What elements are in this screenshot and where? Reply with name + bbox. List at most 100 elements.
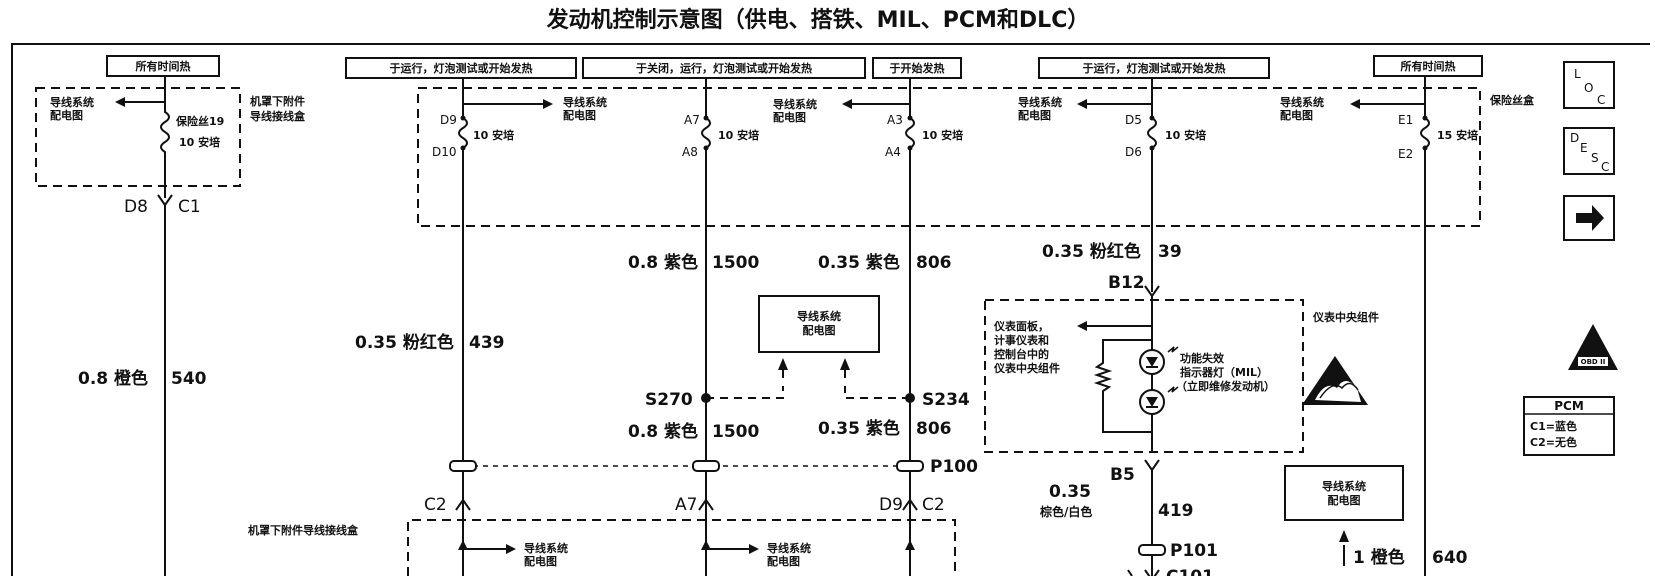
svg-text:配电图: 配电图: [563, 108, 596, 122]
connector-row-c2: [455, 498, 918, 511]
fuse-e1: 导线系统 配电图 E1 E2 15 安培: [1280, 76, 1478, 576]
connector-p100: P100: [930, 457, 978, 477]
connector-c2-right: C2: [922, 495, 945, 515]
wire-1500-upper-number: 1500: [712, 253, 759, 273]
next-arrow-icon[interactable]: [1563, 195, 1615, 241]
underhood-label-1: 机罩下附件: [250, 94, 305, 108]
svg-text:D6: D6: [1125, 145, 1142, 159]
svg-text:仪表面板，: 仪表面板，: [993, 319, 1049, 333]
wire-806-lower-number: 806: [916, 419, 952, 439]
splice-s270-label: S270: [645, 390, 693, 410]
fuse-a7: A7 A8 10 安培 导线系统 配电图: [682, 78, 910, 576]
svg-text:D10: D10: [432, 145, 457, 159]
wire-39-number: 39: [1158, 242, 1182, 262]
svg-text:配电图: 配电图: [803, 323, 836, 337]
svg-text:配电图: 配电图: [1280, 108, 1313, 122]
connector-a7: A7: [675, 495, 697, 515]
wire-1500-upper-gauge: 0.8 紫色: [628, 252, 698, 273]
fuse-a3: A3 A4 10 安培: [885, 78, 963, 576]
cluster-resistor: [1093, 339, 1152, 433]
bottom-branches: [458, 540, 915, 554]
underhood-junction-bottom-label: 机罩下附件导线接线盒: [248, 523, 359, 537]
svg-text:D9: D9: [440, 113, 457, 127]
wire-640-gauge: 1 橙色: [1353, 547, 1405, 568]
svg-text:C: C: [1597, 93, 1605, 107]
locator-icon[interactable]: L O C: [1563, 61, 1615, 109]
splice-s270: [701, 393, 711, 403]
underhood-fuse-box-left: [35, 87, 241, 187]
wire-806-upper-number: 806: [916, 253, 952, 273]
wire-806-upper-gauge: 0.35 紫色: [818, 252, 900, 273]
svg-text:计事仪表和: 计事仪表和: [994, 333, 1049, 347]
svg-text:E1: E1: [1398, 113, 1413, 127]
svg-text:15 安培: 15 安培: [1437, 128, 1478, 142]
svg-text:所有时间热: 所有时间热: [136, 59, 191, 73]
svg-text:于运行，灯泡测试或开始发热: 于运行，灯泡测试或开始发热: [390, 61, 533, 75]
header-h5: 于运行，灯泡测试或开始发热: [1038, 57, 1270, 79]
svg-text:E2: E2: [1398, 147, 1413, 161]
svg-text:L: L: [1574, 67, 1581, 81]
arrow-left-icon: [1077, 321, 1087, 331]
svg-text:于关闭，运行，灯泡测试或开始发热: 于关闭，运行，灯泡测试或开始发热: [636, 61, 812, 75]
svg-text:导线系统: 导线系统: [1018, 95, 1062, 109]
svg-text:导线系统: 导线系统: [563, 95, 607, 109]
svg-text:导线系统: 导线系统: [1322, 479, 1366, 493]
header-h6: 所有时间热: [1373, 55, 1483, 77]
connector-b5-symbol: [1144, 459, 1160, 472]
svg-text:OBD II: OBD II: [1581, 358, 1606, 366]
wire-419-number: 419: [1158, 501, 1194, 521]
connector-c2-left: C2: [424, 495, 447, 515]
fuse-d9: 导线系统 配电图 D9 D10 10 安培: [432, 78, 607, 576]
svg-text:指示器灯（MIL）: 指示器灯（MIL）: [1180, 365, 1268, 379]
wire-806-lower-gauge: 0.35 紫色: [818, 418, 900, 439]
wire-419-color: 棕色/白色: [1039, 504, 1092, 519]
fuse-block: [417, 87, 1481, 227]
pcm-legend: PCM C1=蓝色 C2=无色: [1523, 396, 1615, 456]
svg-text:S: S: [1591, 151, 1599, 165]
svg-text:D5: D5: [1125, 113, 1142, 127]
svg-text:导线系统: 导线系统: [767, 541, 811, 555]
description-icon[interactable]: D E S C: [1563, 127, 1615, 175]
center-reference-box: 导线系统 配电图: [758, 295, 880, 353]
obd-ii-icon: OBD II: [1568, 324, 1618, 370]
wire-640-number: 640: [1432, 548, 1468, 568]
svg-text:（立即维修发动机）: （立即维修发动机）: [1176, 379, 1275, 393]
connector-b12: B12: [1108, 273, 1145, 293]
splice-s234-label: S234: [922, 390, 970, 410]
svg-text:10 安培: 10 安培: [473, 128, 514, 142]
svg-text:PCM: PCM: [1554, 399, 1584, 413]
underhood-junction-bottom-box: [407, 519, 956, 576]
wire-39-gauge: 0.35 粉红色: [1042, 241, 1141, 262]
svg-text:仪表中央组件: 仪表中央组件: [993, 361, 1060, 375]
svg-text:D: D: [1570, 131, 1579, 145]
svg-text:控制台中的: 控制台中的: [994, 347, 1049, 361]
underhood-label-2: 导线接线盒: [250, 109, 306, 123]
svg-text:A4: A4: [885, 145, 901, 159]
svg-text:于开始发热: 于开始发热: [890, 61, 945, 75]
svg-text:C1=蓝色: C1=蓝色: [1530, 419, 1577, 433]
svg-text:配电图: 配电图: [1328, 493, 1361, 507]
svg-text:导线系统: 导线系统: [50, 95, 94, 109]
svg-text:10 安培: 10 安培: [922, 128, 963, 142]
p100-connector-symbols: [449, 460, 924, 472]
diagram-title: 发动机控制示意图（供电、搭铁、MIL、PCM和DLC）: [546, 7, 1090, 33]
connector-d8: D8: [124, 197, 148, 217]
splice-s234: [905, 393, 915, 403]
fuse-19-label: 保险丝19: [175, 114, 224, 128]
fuse-block-label: 保险丝盒: [1489, 93, 1535, 107]
connector-p101: P101: [1170, 541, 1218, 561]
arrowhead-left-icon: [115, 97, 125, 107]
svg-text:A7: A7: [684, 113, 700, 127]
svg-text:C: C: [1601, 160, 1609, 174]
arrow-up-icon: [840, 358, 850, 370]
svg-text:A8: A8: [682, 145, 698, 159]
wire-540-gauge: 0.8 橙色: [78, 368, 148, 389]
svg-text:E: E: [1580, 141, 1588, 155]
svg-text:导线系统: 导线系统: [773, 97, 817, 111]
wire-419-gauge: 0.35: [1049, 482, 1091, 502]
p101-connector-symbol: [1138, 544, 1166, 556]
svg-text:功能失效: 功能失效: [1180, 351, 1225, 365]
svg-text:10 安培: 10 安培: [1165, 128, 1206, 142]
svg-text:配电图: 配电图: [773, 110, 806, 124]
connector-b5: B5: [1110, 465, 1135, 485]
